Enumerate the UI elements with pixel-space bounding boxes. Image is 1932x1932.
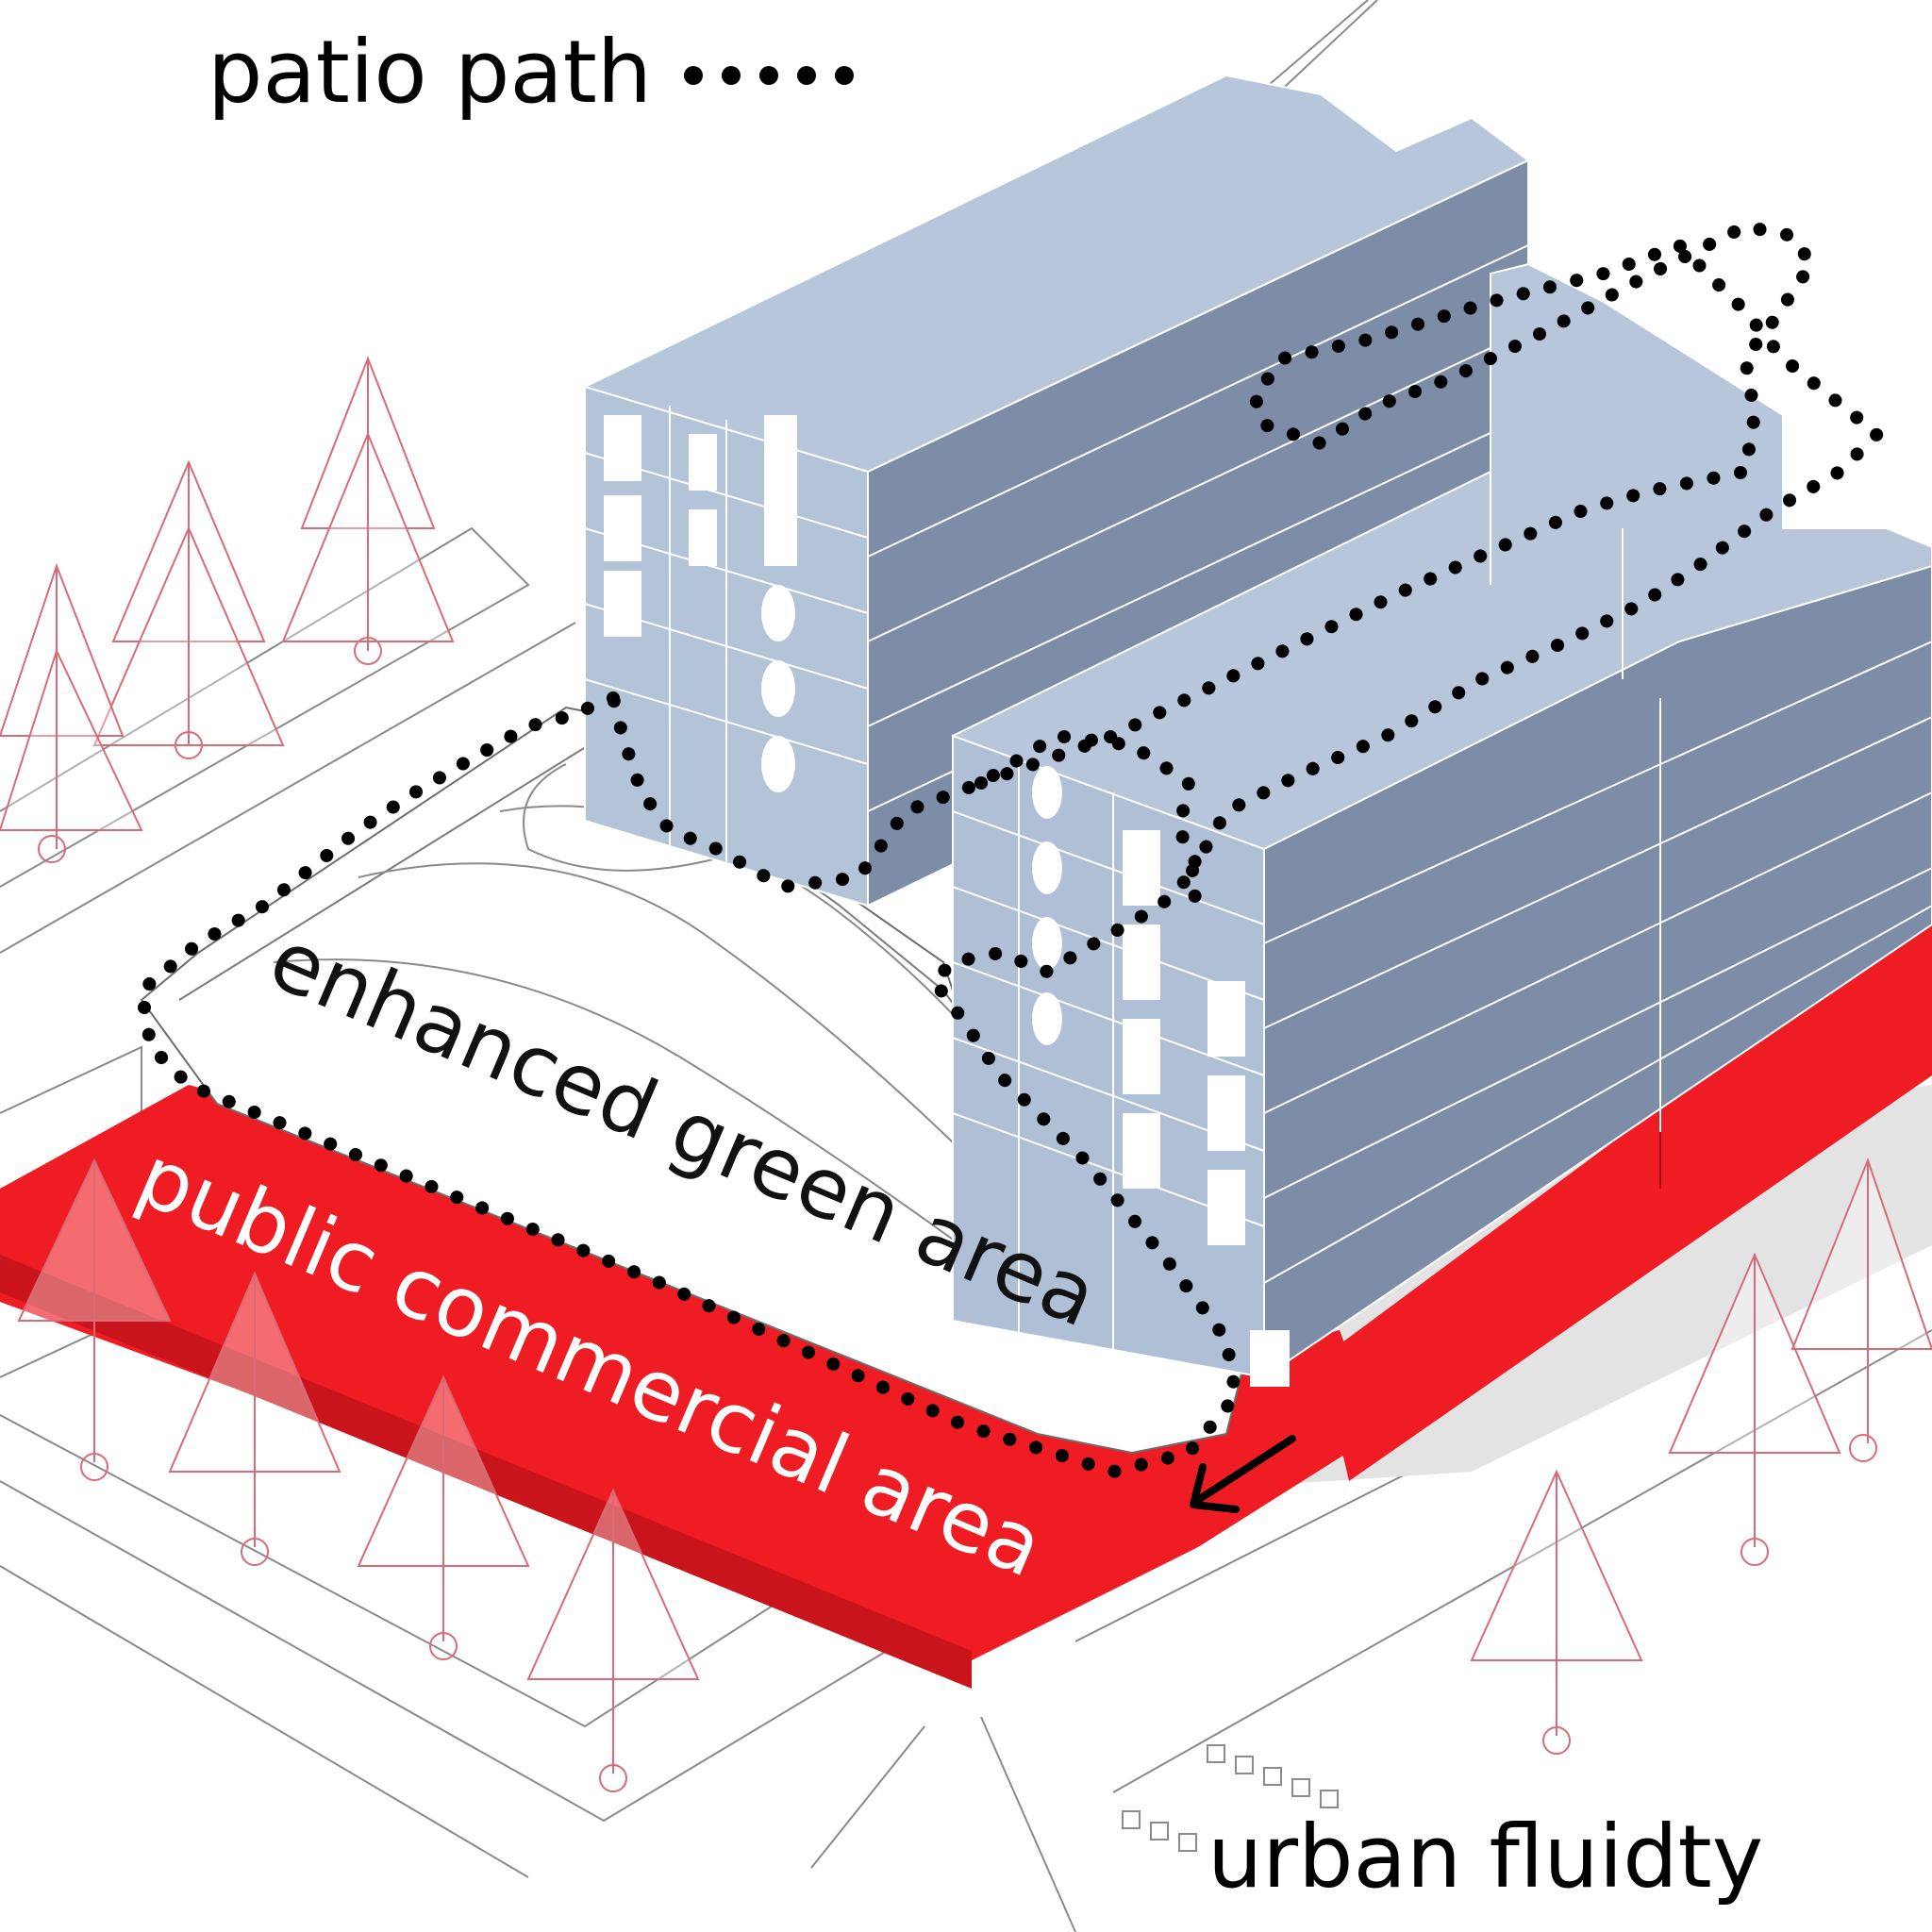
tree	[1668, 1252, 1841, 1566]
building-block-south	[951, 262, 1932, 1387]
tree	[92, 459, 285, 759]
patio-path	[134, 219, 1888, 1479]
tree	[1790, 1158, 1932, 1462]
tree	[168, 1271, 341, 1566]
patio-path-legend-dots	[684, 66, 854, 85]
patio-path-legend-label: patio path	[208, 22, 652, 123]
tree	[17, 1158, 172, 1481]
tree	[0, 563, 143, 863]
tree	[1470, 1469, 1643, 1755]
tree	[281, 356, 455, 665]
tree	[357, 1374, 530, 1660]
patio-path-ground-loop	[134, 689, 1243, 1479]
building-south-side	[1263, 564, 1932, 1379]
commercial-plaza-surface	[0, 1085, 1377, 1660]
commercial-podium-side	[1321, 906, 1932, 1481]
tree	[526, 1488, 700, 1792]
paving-squares	[1122, 1744, 1339, 1852]
patio-path-roof-route	[974, 219, 1888, 912]
urban-fluidity-label: urban fluidty	[1208, 1807, 1763, 1907]
flow-arrow	[1190, 1435, 1296, 1513]
street-trees	[0, 356, 1932, 1792]
